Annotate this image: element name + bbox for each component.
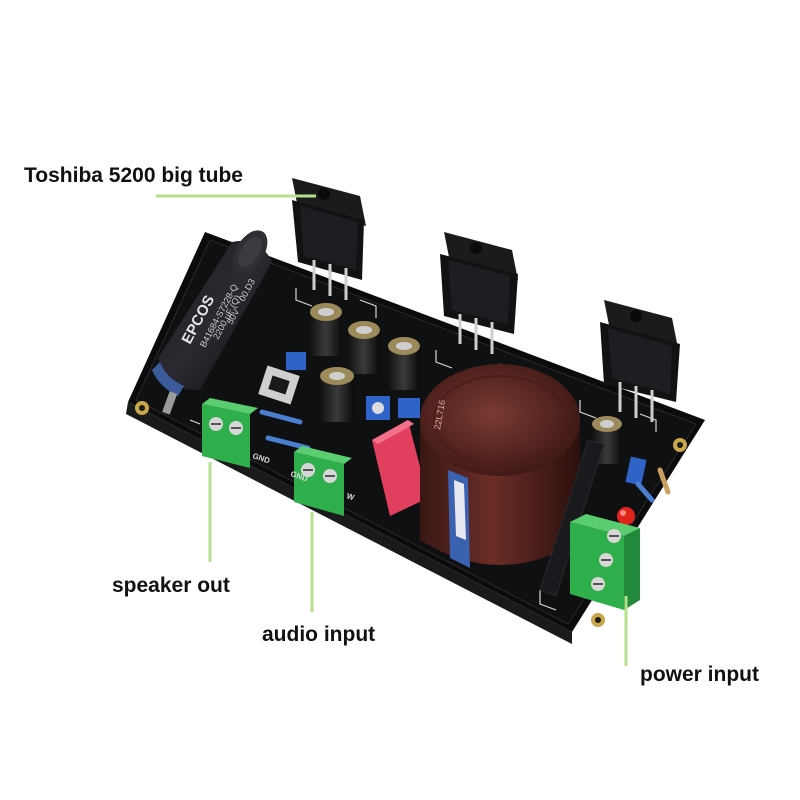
small-capacitors	[310, 303, 622, 464]
trimmer-pot	[286, 352, 306, 370]
toshiba-transistor-label: Toshiba 5200 big tube	[24, 164, 243, 187]
callout-lines	[156, 194, 628, 666]
transistor-2	[440, 232, 518, 354]
film-capacitor	[372, 420, 428, 516]
small-capacitor	[320, 367, 354, 422]
resistor	[657, 467, 671, 495]
speaker-out-terminal	[202, 398, 258, 468]
small-capacitor	[348, 321, 380, 374]
heatsink-strip	[539, 439, 605, 597]
regulator	[258, 365, 300, 405]
red-led	[617, 507, 635, 525]
w-label: W	[345, 491, 355, 502]
silkscreen-outlines	[189, 288, 657, 611]
trimmer-potentiometers	[286, 352, 647, 486]
trimmer-pot	[398, 398, 420, 418]
to-3p-transistor-icon	[600, 300, 680, 422]
audio-input-label: audio input	[262, 623, 376, 646]
epcos-capacitor: EPCOS B41684-S7228-Q 2200 µF (Q) 50V 00.…	[152, 230, 272, 415]
small-capacitor	[310, 303, 342, 356]
to-3p-transistor-icon	[292, 178, 366, 300]
to-3p-transistor-icon	[440, 232, 518, 354]
big-capacitor: 22L716	[420, 364, 580, 568]
power-input-label: power input	[640, 663, 759, 686]
transistor-3	[600, 300, 680, 422]
resistor	[265, 435, 311, 451]
resistors	[259, 409, 671, 503]
screw-terminal-icon	[202, 398, 258, 468]
small-capacitor	[388, 337, 420, 390]
speaker-out-label: speaker out	[112, 574, 230, 597]
power-input-terminal	[570, 514, 640, 610]
transistor-1	[292, 178, 366, 300]
screw-terminal-icon	[570, 514, 640, 610]
screw-terminal-icon	[294, 446, 352, 516]
resistor	[635, 481, 655, 503]
audio-input-terminal	[294, 446, 352, 516]
resistor	[259, 409, 303, 425]
mounting-holes	[135, 401, 687, 627]
trimmer-pot	[625, 456, 647, 486]
